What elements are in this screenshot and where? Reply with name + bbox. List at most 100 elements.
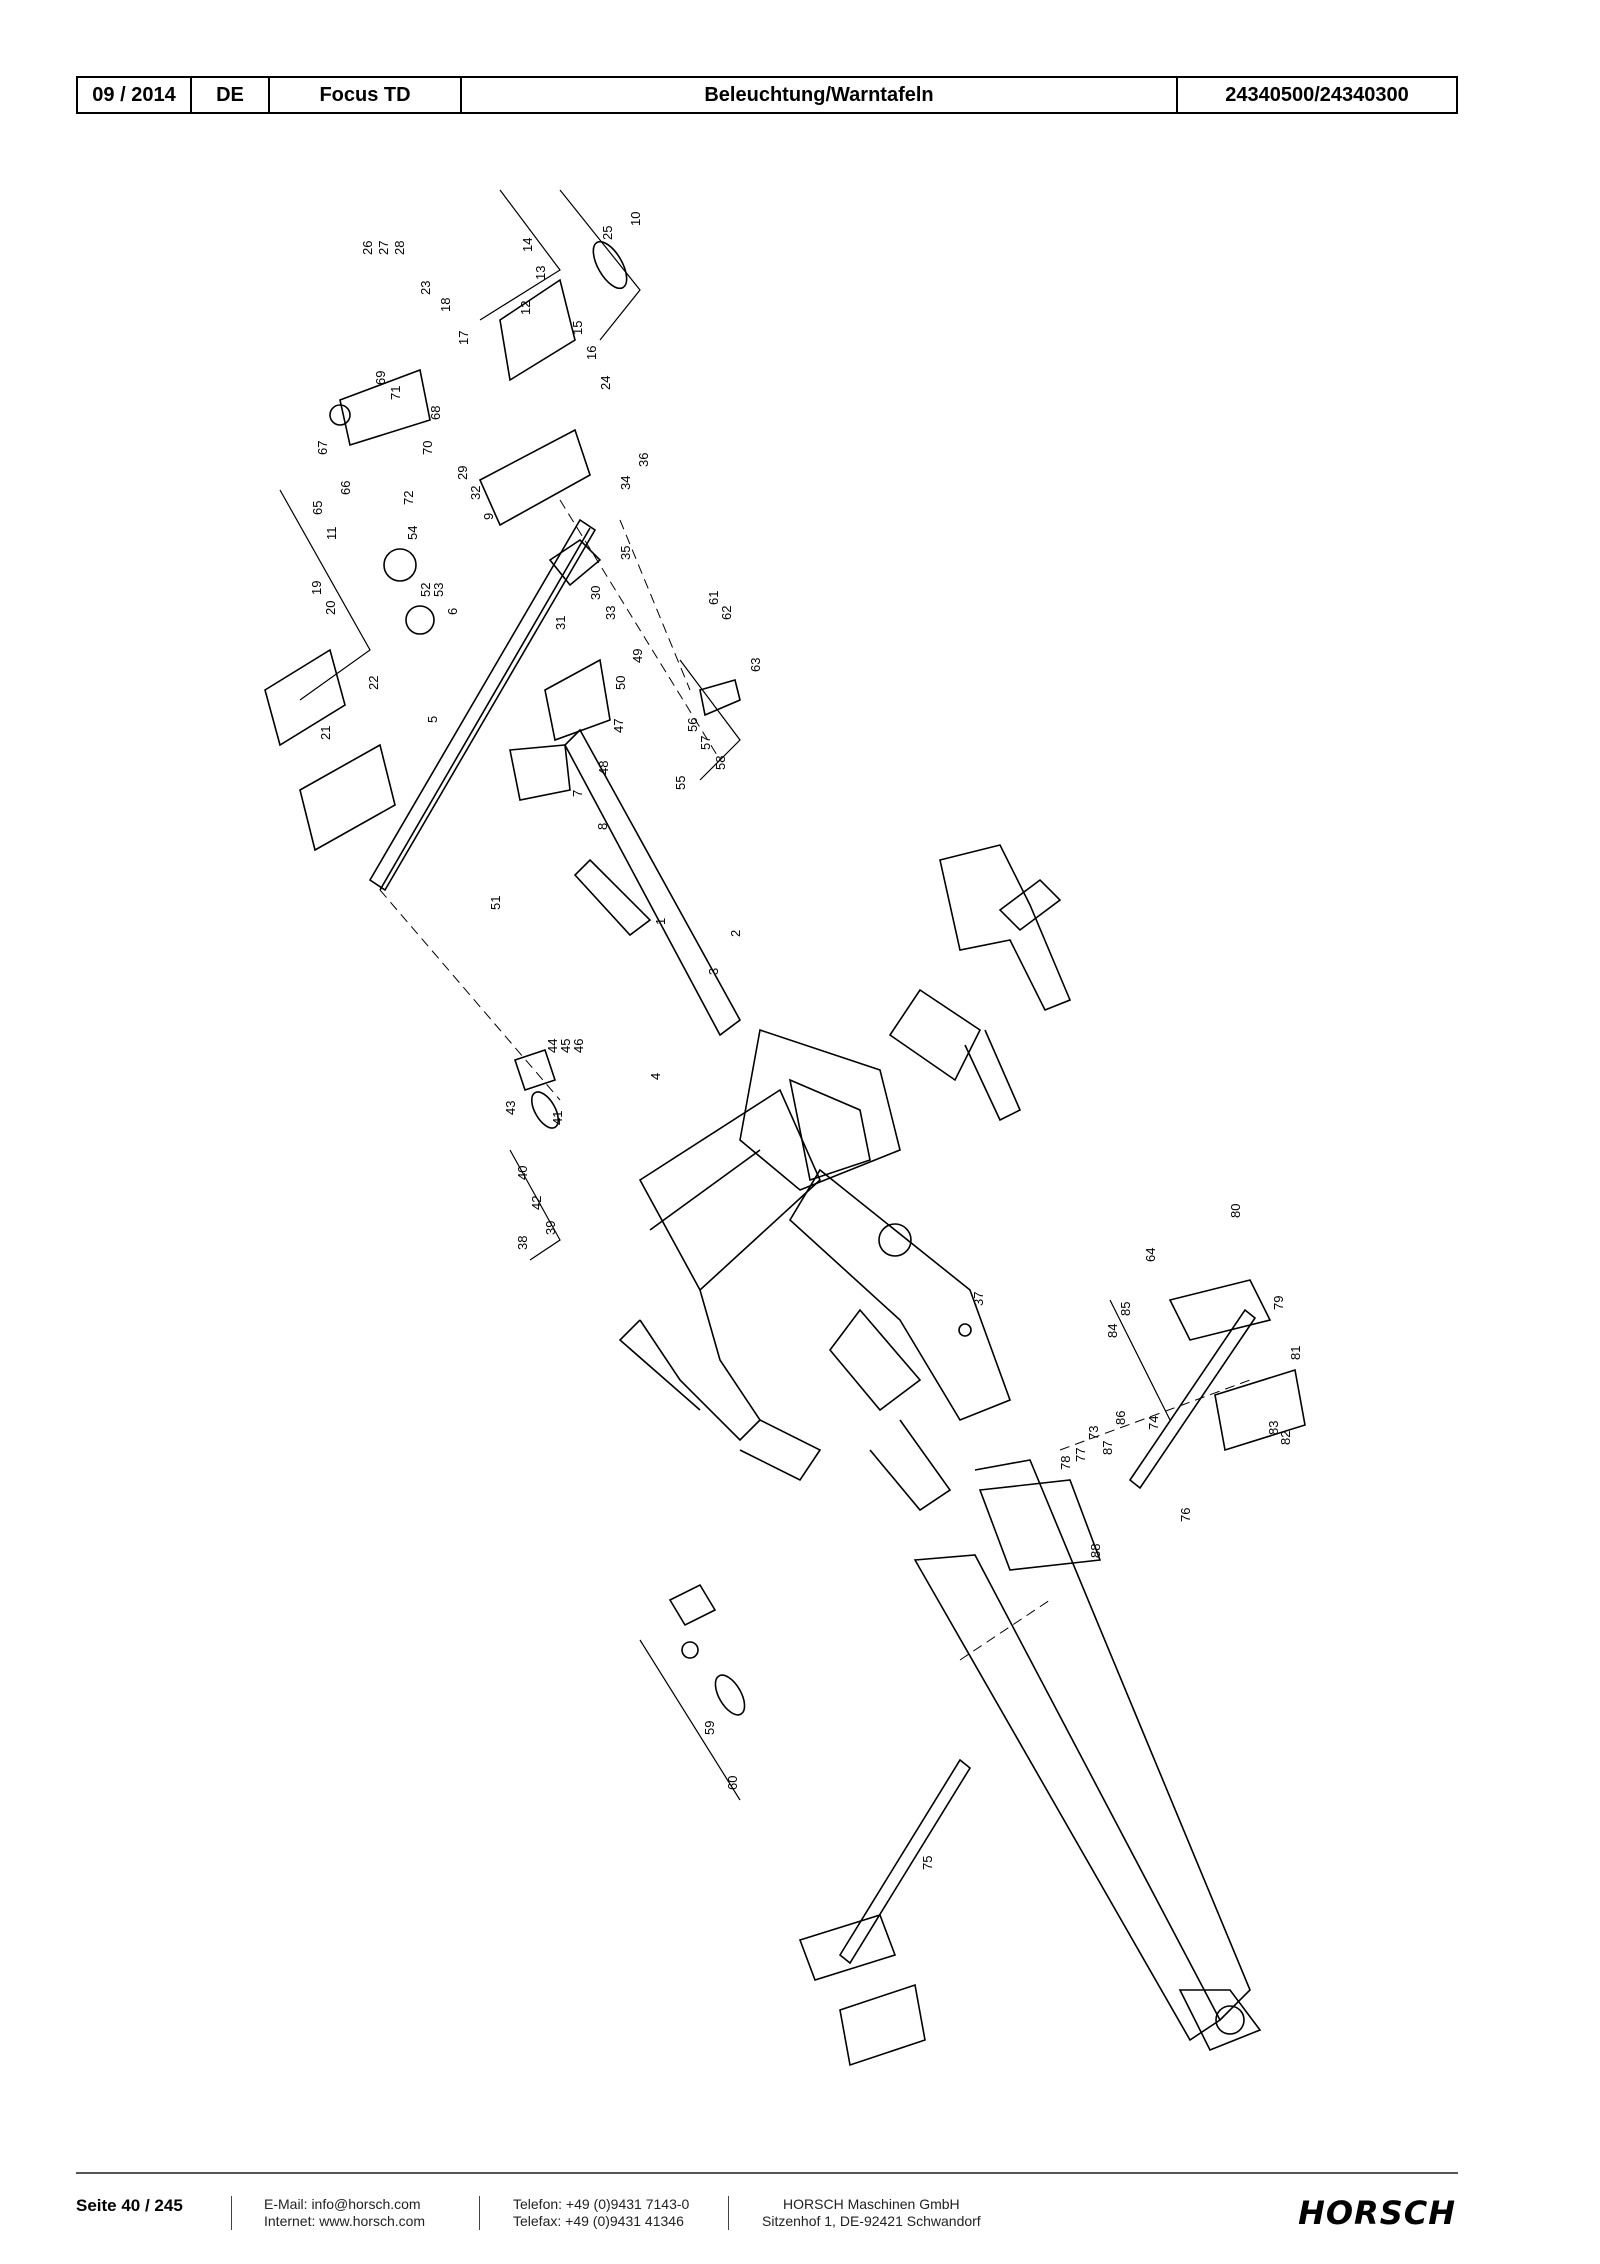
callout-6: 6 [445,608,460,615]
callout-28: 28 [392,241,407,255]
callout-12: 12 [518,301,533,315]
callout-26: 26 [360,241,375,255]
callout-62: 62 [719,606,734,620]
callout-27: 27 [376,241,391,255]
callout-20: 20 [323,601,338,615]
header-part-numbers: 24340500/24340300 [1225,83,1409,106]
callout-39: 39 [543,1221,558,1235]
bracket-lines [279,189,1171,1801]
callout-32: 32 [468,486,483,500]
callout-41: 41 [550,1111,565,1125]
callout-46: 46 [571,1039,586,1053]
callout-34: 34 [618,476,633,490]
callout-74: 74 [1146,1416,1161,1430]
callout-68: 68 [428,406,443,420]
callout-59: 59 [702,1721,717,1735]
callout-63: 63 [748,658,763,672]
header-section: Beleuchtung/Warntafeln [462,78,1178,112]
callout-86: 86 [1113,1411,1128,1425]
callout-84: 84 [1105,1324,1120,1338]
callout-58: 58 [713,756,728,770]
callout-55: 55 [673,776,688,790]
callout-15: 15 [570,321,585,335]
callout-4: 4 [648,1073,663,1080]
callout-78: 78 [1058,1456,1073,1470]
footer-contact-web: E-Mail: info@horsch.com Internet: www.ho… [264,2196,425,2230]
callout-49: 49 [630,649,645,663]
callout-85: 85 [1118,1302,1133,1316]
footer-phone: Telefon: +49 (0)9431 7143-0 [513,2196,690,2212]
callout-36: 36 [636,453,651,467]
callout-labels: 1 2 3 4 5 6 7 8 9 10 11 12 13 14 15 16 1… [309,212,1303,1870]
callout-10: 10 [628,212,643,226]
callout-57: 57 [698,736,713,750]
callout-52: 52 [418,583,433,597]
callout-38: 38 [515,1236,530,1250]
callout-8: 8 [595,823,610,830]
callout-82: 82 [1278,1431,1293,1445]
callout-53: 53 [431,583,446,597]
callout-24: 24 [598,376,613,390]
callout-50: 50 [613,676,628,690]
callout-22: 22 [366,676,381,690]
horsch-logo: HORSCH [1298,2194,1456,2232]
footer-company-block: HORSCH Maschinen GmbH Sitzenhof 1, DE-92… [762,2196,981,2230]
explosion-lines [379,499,1251,1661]
callout-54: 54 [405,526,420,540]
callout-66: 66 [338,481,353,495]
callout-80: 80 [1228,1204,1243,1218]
callout-69: 69 [373,371,388,385]
callout-33: 33 [603,606,618,620]
callout-3: 3 [706,968,721,975]
footer-company: HORSCH Maschinen GmbH [783,2196,960,2212]
callout-5: 5 [425,716,440,723]
callout-76: 76 [1178,1508,1193,1522]
callout-21: 21 [318,726,333,740]
footer-email: E-Mail: info@horsch.com [264,2196,421,2212]
footer-contact-phone: Telefon: +49 (0)9431 7143-0 Telefax: +49… [513,2196,689,2230]
footer-fax: Telefax: +49 (0)9431 41346 [513,2213,684,2229]
header-date: 09 / 2014 [78,78,192,112]
callout-79: 79 [1271,1296,1286,1310]
callout-70: 70 [420,441,435,455]
callout-29: 29 [455,466,470,480]
callout-77: 77 [1073,1448,1088,1462]
callout-17: 17 [456,331,471,345]
callout-35: 35 [618,546,633,560]
callout-11: 11 [324,527,339,541]
callout-19: 19 [309,581,324,595]
callout-88: 88 [1088,1544,1103,1558]
callout-67: 67 [315,441,330,455]
callout-31: 31 [553,616,568,630]
callout-1: 1 [653,918,668,925]
callout-81: 81 [1288,1346,1303,1360]
callout-71: 71 [388,386,403,400]
callout-30: 30 [588,586,603,600]
page-footer: Seite 40 / 245 E-Mail: info@horsch.com I… [76,2192,1458,2242]
callout-44: 44 [545,1039,560,1053]
callout-40: 40 [515,1166,530,1180]
header-table: 09 / 2014 DE Focus TD Beleuchtung/Warnta… [76,76,1458,114]
callout-56: 56 [685,718,700,732]
header-model: Focus TD [270,78,462,112]
callout-47: 47 [611,719,626,733]
footer-internet: Internet: www.horsch.com [264,2213,426,2229]
callout-42: 42 [529,1196,544,1210]
footer-address: Sitzenhof 1, DE-92421 Schwandorf [762,2213,981,2229]
callout-61: 61 [706,591,721,605]
callout-60: 60 [725,1776,740,1790]
callout-37: 37 [971,1292,986,1306]
callout-64: 64 [1143,1248,1158,1262]
footer-divider [76,2172,1458,2174]
callout-2: 2 [728,930,743,937]
callout-73: 73 [1086,1426,1101,1440]
callout-25: 25 [600,226,615,240]
footer-separator [231,2196,232,2230]
callout-9: 9 [481,513,496,520]
callout-7: 7 [570,790,585,797]
callout-72: 72 [401,491,416,505]
callout-51: 51 [488,896,503,910]
callout-14: 14 [520,238,535,252]
callout-83: 83 [1266,1421,1281,1435]
callout-65: 65 [310,501,325,515]
